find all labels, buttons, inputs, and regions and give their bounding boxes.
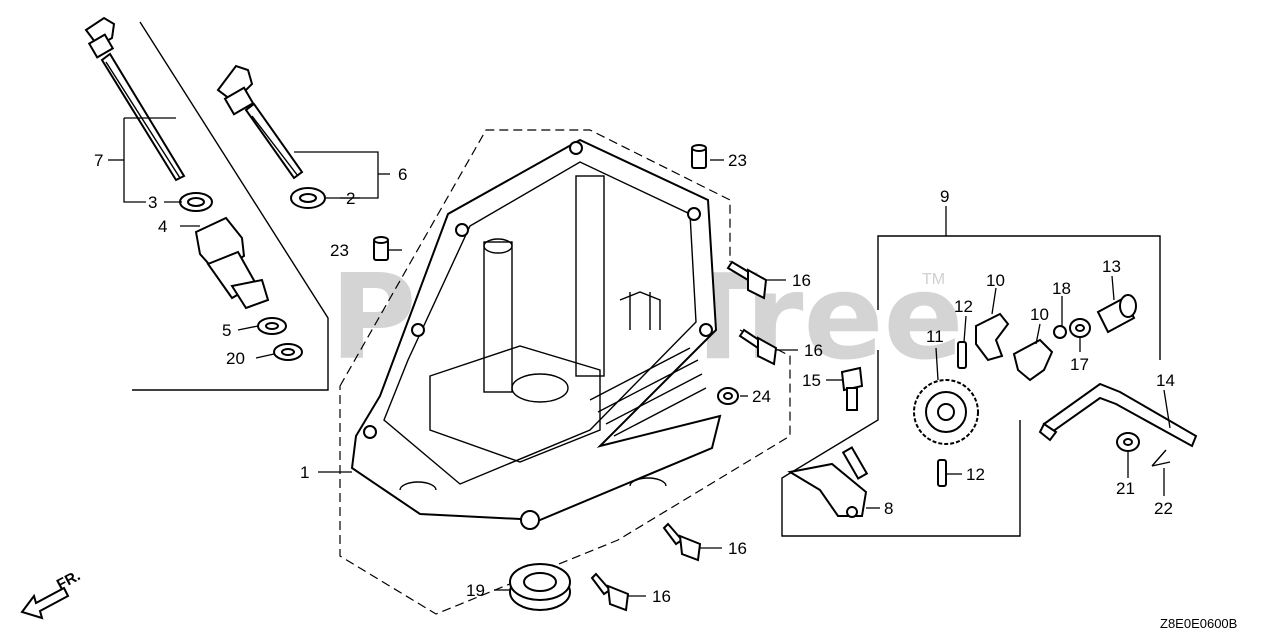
label-7: 7 [94, 151, 103, 170]
label-16-c: 16 [728, 539, 747, 558]
label-9: 9 [940, 187, 949, 206]
label-17: 17 [1070, 355, 1089, 374]
oil-filler-neck[interactable] [194, 216, 270, 310]
label-10-b: 10 [1030, 305, 1049, 324]
label-14: 14 [1156, 371, 1175, 390]
label-15: 15 [802, 371, 821, 390]
dipstick-short[interactable] [216, 64, 304, 180]
washer-17[interactable] [1069, 318, 1091, 338]
label-8: 8 [884, 499, 893, 518]
label-10-a: 10 [986, 271, 1005, 290]
clip-22[interactable] [1151, 449, 1171, 467]
label-12-bottom: 12 [966, 465, 985, 484]
label-13: 13 [1102, 257, 1121, 276]
label-3: 3 [148, 193, 157, 212]
bolt-16-d[interactable] [590, 572, 630, 612]
label-1: 1 [300, 463, 309, 482]
label-23-left: 23 [330, 241, 349, 260]
direction-label: FR. [54, 567, 83, 593]
pin-12-bottom[interactable] [937, 459, 947, 487]
label-21: 21 [1116, 479, 1135, 498]
dowel-pin-23-left[interactable] [373, 236, 389, 261]
clip-5[interactable] [257, 317, 287, 335]
bolt-16-a[interactable] [726, 260, 768, 300]
label-16-d: 16 [652, 587, 671, 606]
dowel-pin-23-top[interactable] [691, 144, 707, 169]
label-2: 2 [346, 189, 355, 208]
crankcase-dashed-outline [339, 129, 791, 615]
governor-weight-10-a[interactable] [975, 312, 1010, 362]
bolt-15[interactable] [840, 366, 864, 411]
watermark-trademark: TM [922, 271, 945, 288]
dipstick-group-outline [132, 21, 329, 391]
governor-gear-11[interactable] [913, 379, 979, 445]
o-ring-3[interactable] [179, 192, 213, 212]
oil-seal-19[interactable] [509, 563, 571, 611]
leader-lines [108, 117, 1171, 597]
label-5: 5 [222, 321, 231, 340]
label-16-b: 16 [804, 341, 823, 360]
label-18: 18 [1052, 279, 1071, 298]
o-ring-2[interactable] [290, 187, 326, 209]
callout-labels: 7 3 4 5 20 6 2 23 23 16 16 24 1 19 16 16… [94, 151, 1175, 606]
label-12-top: 12 [954, 297, 973, 316]
bolt-16-b[interactable] [738, 328, 778, 366]
label-23-top: 23 [728, 151, 747, 170]
washer-24[interactable] [717, 387, 739, 405]
label-22: 22 [1154, 499, 1173, 518]
label-20: 20 [226, 349, 245, 368]
crankcase-cover[interactable] [350, 138, 722, 530]
label-16-a: 16 [792, 271, 811, 290]
diagram-code: Z8E0E0600B [1160, 616, 1237, 631]
governor-weight-10-b[interactable] [1012, 338, 1054, 382]
label-24: 24 [752, 387, 771, 406]
front-direction-arrow: FR. [20, 567, 83, 620]
label-19: 19 [466, 581, 485, 600]
governor-arm-14[interactable] [1038, 382, 1198, 448]
pin-12-top[interactable] [957, 341, 967, 369]
label-11: 11 [926, 327, 944, 346]
governor-group-outline [781, 235, 1161, 537]
dipstick-long[interactable] [84, 16, 186, 182]
label-4: 4 [158, 217, 167, 236]
label-6: 6 [398, 165, 407, 184]
o-ring-20[interactable] [273, 343, 303, 361]
governor-slider-13[interactable] [1096, 294, 1137, 334]
clip-18[interactable] [1053, 325, 1067, 339]
washer-21[interactable] [1116, 432, 1140, 452]
bolt-16-c[interactable] [662, 522, 702, 562]
governor-holder-8[interactable] [787, 446, 869, 518]
